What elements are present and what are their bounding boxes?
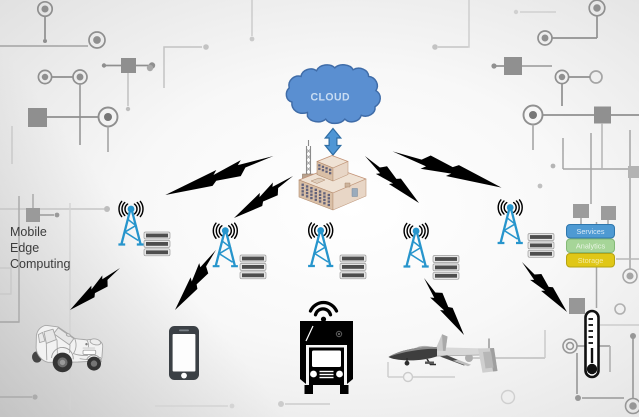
- svg-text:Computing: Computing: [10, 257, 70, 271]
- svg-text:Analytics: Analytics: [576, 242, 606, 251]
- svg-text:Storage: Storage: [578, 256, 604, 265]
- svg-text:Services: Services: [577, 227, 605, 236]
- svg-text:CLOUD: CLOUD: [310, 91, 350, 103]
- svg-text:Edge: Edge: [10, 241, 39, 255]
- svg-text:Mobile: Mobile: [10, 225, 47, 239]
